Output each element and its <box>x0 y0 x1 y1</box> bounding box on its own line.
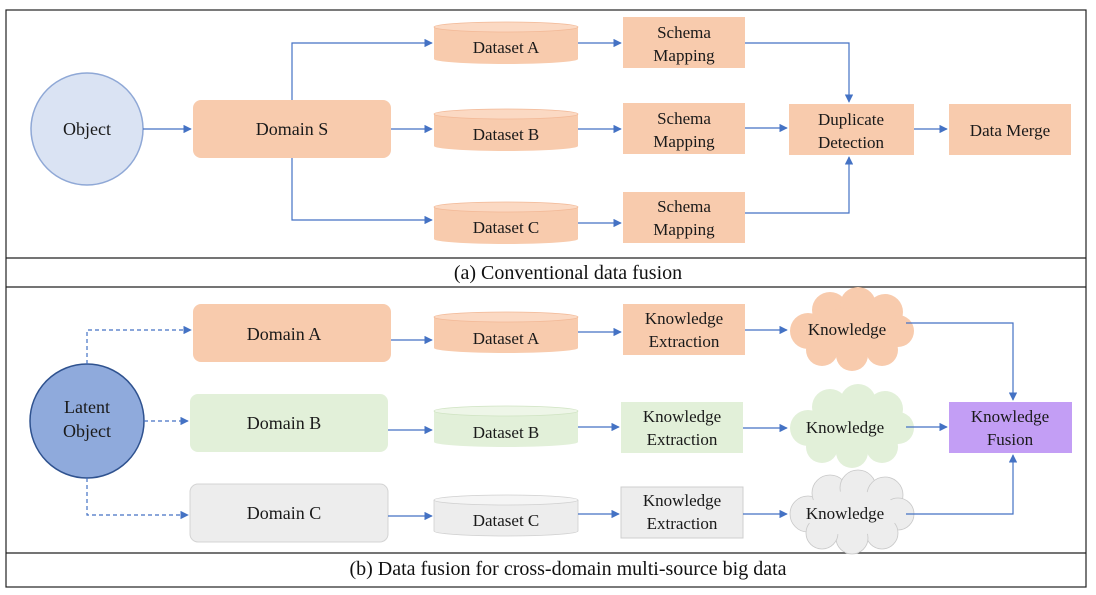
dataset-a-label: Dataset A <box>473 38 540 57</box>
knowledge-b-label: Knowledge <box>806 418 884 437</box>
duplicate-detection-node <box>789 104 914 155</box>
knowledge-a-label: Knowledge <box>808 320 886 339</box>
schema-mapping-a-node <box>623 17 745 68</box>
dataset-b-c-cylinder: Dataset C <box>433 494 579 537</box>
caption-a: (a) Conventional data fusion <box>454 262 682 284</box>
schema-a-line2: Mapping <box>653 46 715 65</box>
domain-b-label: Domain B <box>247 413 322 433</box>
schema-mapping-b-node <box>623 103 745 154</box>
schema-b-line2: Mapping <box>653 132 715 151</box>
schema-mapping-c-node <box>623 192 745 243</box>
extraction-b-node <box>621 402 743 453</box>
data-merge-node <box>949 104 1071 155</box>
latent-line1: Latent <box>64 397 110 417</box>
latent-line2: Object <box>63 421 111 441</box>
extraction-a-node <box>623 304 745 355</box>
dataset-b-c-label: Dataset C <box>473 511 540 530</box>
dataset-a-cylinder: Dataset A <box>433 21 579 64</box>
domain-b-node <box>190 394 388 452</box>
schema-b-line1: Schema <box>657 109 711 128</box>
schema-c-line2: Mapping <box>653 220 715 239</box>
dataset-b-b-cylinder: Dataset B <box>433 405 579 447</box>
dataset-b-cylinder: Dataset B <box>433 108 579 151</box>
extract-b-line2: Extraction <box>647 430 718 449</box>
dataset-c-label: Dataset C <box>473 218 540 237</box>
domain-c-node <box>189 483 389 543</box>
domain-s-label: Domain S <box>256 119 329 139</box>
dataset-b-label: Dataset B <box>473 125 540 144</box>
domain-a-node <box>193 304 391 362</box>
extract-b-line1: Knowledge <box>643 407 721 426</box>
panel-a: Object Domain S Dataset A Dataset B Data… <box>30 17 1071 284</box>
extract-c-line1: Knowledge <box>643 491 721 510</box>
knowledge-fusion-node <box>949 402 1072 453</box>
panel-b: Latent Object Domain A Domain B Domain C… <box>29 287 1072 580</box>
knowledge-c-label: Knowledge <box>806 504 884 523</box>
dataset-b-a-label: Dataset A <box>473 329 540 348</box>
schema-a-line1: Schema <box>657 23 711 42</box>
domain-a-label: Domain A <box>247 324 322 344</box>
dataset-b-a-cylinder: Dataset A <box>433 311 579 353</box>
caption-b: (b) Data fusion for cross-domain multi-s… <box>349 558 786 580</box>
latent-dashed-arrows <box>86 325 192 520</box>
data-merge-label: Data Merge <box>970 121 1050 140</box>
domain-c-label: Domain C <box>247 503 322 523</box>
object-label: Object <box>63 119 111 139</box>
fusion-line2: Fusion <box>987 430 1034 449</box>
extraction-c-node <box>620 486 744 539</box>
figure-frame <box>5 9 1087 588</box>
knowledge-cloud-a: Knowledge <box>790 287 914 371</box>
panel-b-arrows <box>388 322 1018 521</box>
panel-a-arrows <box>143 38 948 228</box>
domain-s-node <box>193 100 391 158</box>
extract-c-line2: Extraction <box>647 514 718 533</box>
extract-a-line2: Extraction <box>649 332 720 351</box>
duplicate-line1: Duplicate <box>818 110 884 129</box>
duplicate-line2: Detection <box>818 133 885 152</box>
knowledge-cloud-b: Knowledge <box>790 384 914 468</box>
schema-c-line1: Schema <box>657 197 711 216</box>
fusion-line1: Knowledge <box>971 407 1049 426</box>
knowledge-cloud-c: Knowledge <box>789 469 915 555</box>
dataset-c-cylinder: Dataset C <box>433 201 579 244</box>
dataset-b-b-label: Dataset B <box>473 423 540 442</box>
extract-a-line1: Knowledge <box>645 309 723 328</box>
